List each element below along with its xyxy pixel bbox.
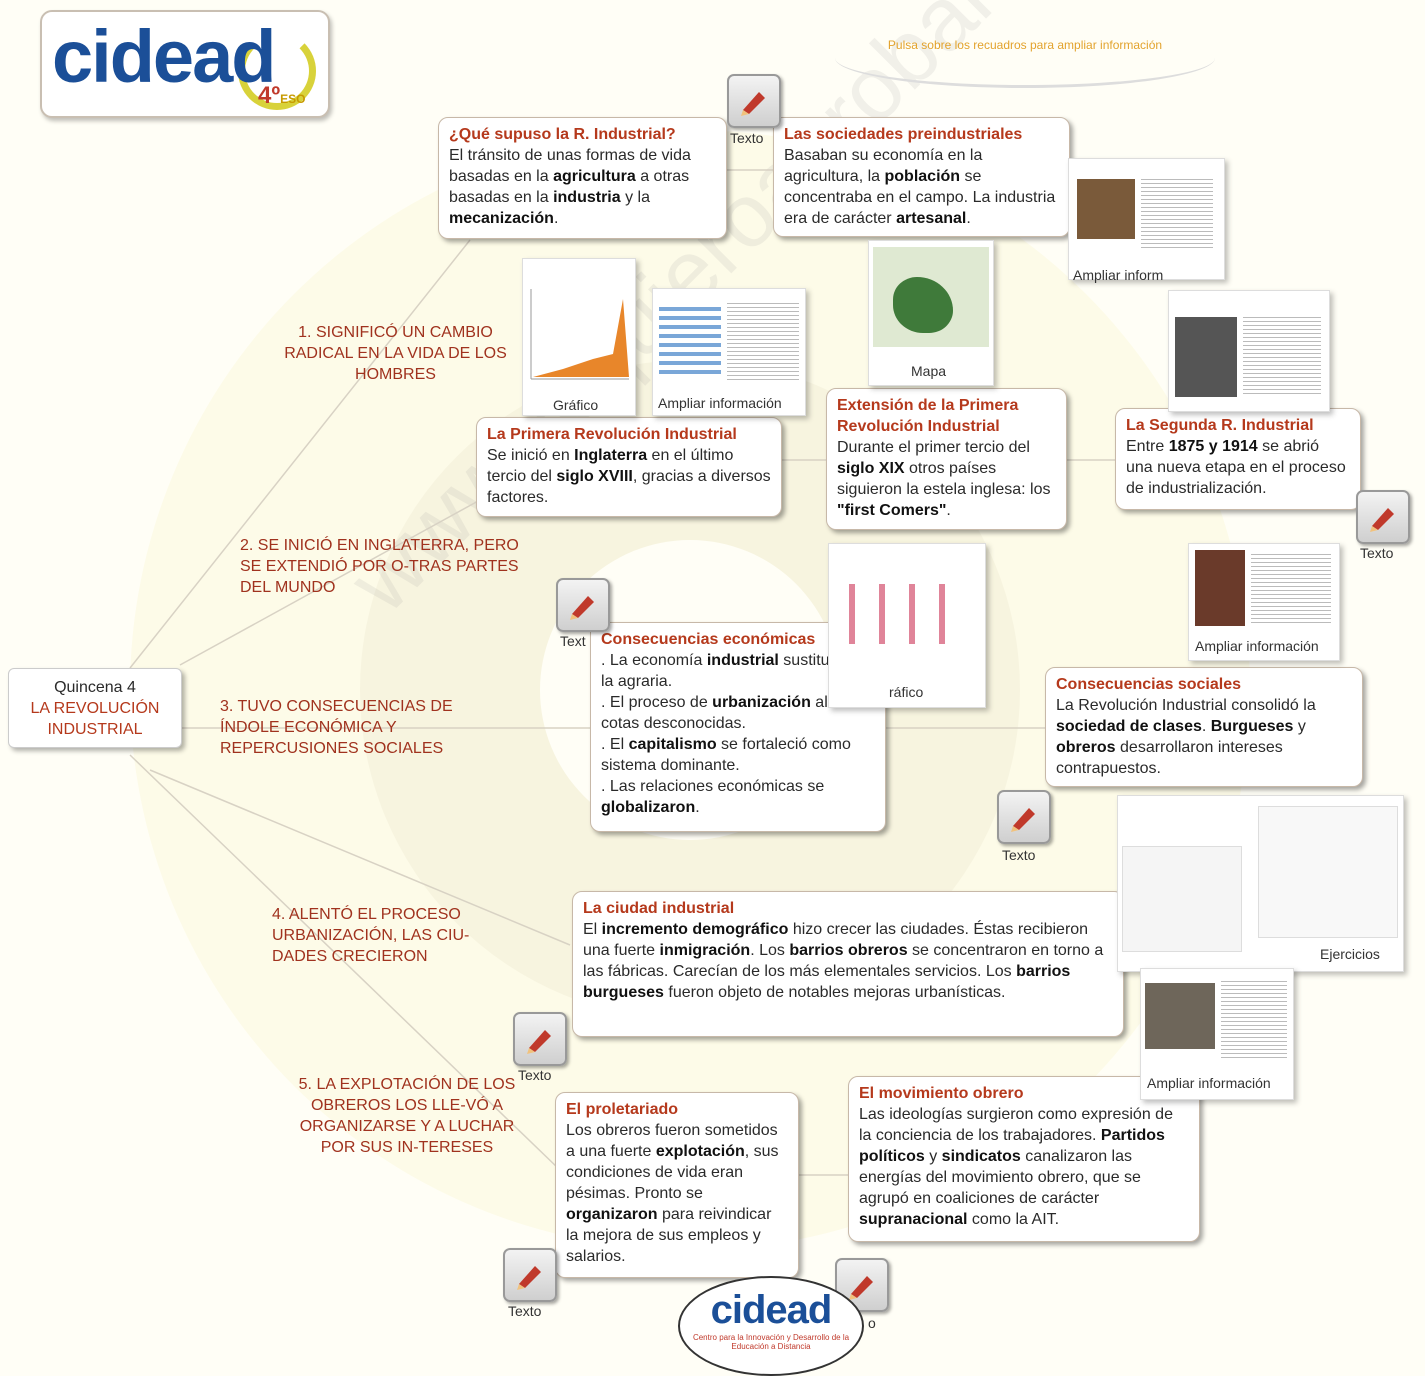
mapa-label: Mapa (911, 363, 947, 379)
thumbnail-segunda[interactable] (1168, 290, 1330, 412)
thumbnail-ejercicios[interactable]: Ejercicios (1117, 795, 1404, 972)
logo-grade: 4ºESO (258, 82, 306, 109)
logo-word: cidead (52, 15, 276, 98)
thumbnail-sociales[interactable]: Ampliar información (1188, 543, 1340, 661)
texto-label[interactable]: Texto (518, 1067, 552, 1083)
box-ciudad-industrial[interactable]: La ciudad industrial El incremento demog… (572, 891, 1124, 1037)
instruction-hint: Pulsa sobre los recuadros para ampliar i… (835, 28, 1215, 88)
pencil-icon[interactable] (997, 790, 1051, 844)
texto-label[interactable]: Texto (1002, 847, 1036, 863)
texto-label[interactable]: o (868, 1315, 876, 1331)
thumbnail-mapa[interactable]: Mapa (868, 240, 994, 386)
thumbnail-grafico[interactable]: Gráfico (522, 258, 636, 416)
grafico-label: Gráfico (553, 397, 599, 413)
pencil-icon[interactable] (727, 74, 781, 128)
logo-ring-icon (238, 32, 316, 110)
box-extension[interactable]: Extensión de la Primera Revolución Indus… (826, 388, 1067, 530)
box-primera-revolucion[interactable]: La Primera Revolución Industrial Se inic… (476, 417, 782, 517)
box-preindustriales[interactable]: Las sociedades preindustriales Basaban s… (773, 117, 1070, 237)
texto-label[interactable]: Texto (730, 130, 764, 146)
central-topic: Quincena 4 LA REVOLUCIÓN INDUSTRIAL (8, 668, 182, 748)
box-movimiento-obrero[interactable]: El movimiento obrero Las ideologías surg… (848, 1076, 1200, 1242)
texto-label[interactable]: Texto (1360, 545, 1394, 561)
pencil-icon[interactable] (503, 1248, 557, 1302)
cidead-logo[interactable]: cidead 4ºESO (40, 10, 330, 118)
pencil-icon[interactable] (556, 578, 610, 632)
cidead-bottom-logo[interactable]: cidead Centro para la Innovación y Desar… (678, 1276, 864, 1376)
box-consecuencias-sociales[interactable]: Consecuencias sociales La Revolución Ind… (1045, 667, 1363, 787)
branch-3: 3. TUVO CONSECUENCIAS DE ÍNDOLE ECONÓMIC… (220, 698, 453, 757)
pencil-icon[interactable] (513, 1012, 567, 1066)
branch-2: 2. SE INICIÓ EN INGLATERRA, PERO SE EXTE… (240, 537, 519, 596)
chart-thumbnail-icon (530, 289, 629, 380)
thumbnail-ciudad[interactable]: Ampliar información (1140, 968, 1294, 1100)
thumbnail-economicas-grafico[interactable]: ráfico (828, 543, 986, 708)
bottom-logo-word: cidead (710, 1288, 833, 1332)
thumbnail-preindustriales[interactable]: Ampliar inform (1068, 158, 1225, 283)
ejercicios-label: Ejercicios (1320, 946, 1380, 962)
texto-label[interactable]: Text (560, 633, 586, 649)
box-que-supuso[interactable]: ¿Qué supuso la R. Industrial? El tránsit… (438, 117, 727, 239)
box-segunda-revolucion[interactable]: La Segunda R. Industrial Entre 1875 y 19… (1115, 408, 1361, 510)
branch-5: 5. LA EXPLOTACIÓN DE LOS OBREROS LOS LLE… (298, 1076, 516, 1156)
box-proletariado[interactable]: El proletariado Los obreros fueron somet… (555, 1092, 799, 1278)
branch-1: 1. SIGNIFICÓ UN CAMBIO RADICAL EN LA VID… (284, 324, 507, 383)
branch-4: 4. ALENTÓ EL PROCESO URBANIZACIÓN, LAS C… (272, 906, 470, 965)
thumbnail-ampliar-primera[interactable]: Ampliar información (652, 288, 806, 416)
bottom-logo-subtitle: Centro para la Innovación y Desarrollo d… (692, 1333, 850, 1351)
pencil-icon[interactable] (1356, 490, 1410, 544)
texto-label[interactable]: Texto (508, 1303, 542, 1319)
